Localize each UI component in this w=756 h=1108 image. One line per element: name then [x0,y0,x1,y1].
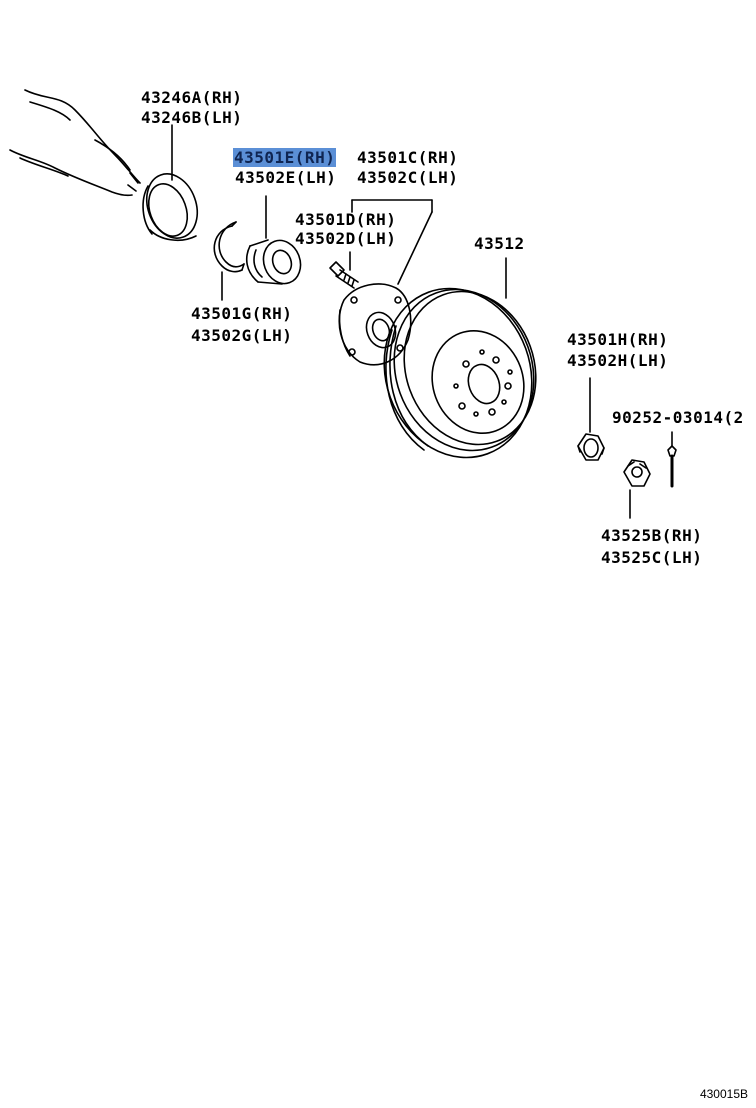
bearing [245,239,302,285]
label-bearing-rh-selected[interactable]: 43501E(RH) [233,148,337,168]
label-nut-rh[interactable]: 43501H(RH) [567,330,669,349]
label-snap-ring-lh[interactable]: 43502G(LH) [191,326,293,345]
bearing-cover [142,173,199,242]
label-snap-ring-rh[interactable]: 43501G(RH) [191,304,293,323]
label-hub-assy-rh[interactable]: 43501C(RH) [357,148,459,167]
hub-bolt [329,261,359,289]
label-lock-nut-rh[interactable]: 43525B(RH) [601,526,703,545]
label-bearing-cover-lh[interactable]: 43246B(LH) [141,108,243,127]
drive-shaft-sketch [9,89,141,197]
lock-nut [623,459,651,487]
label-hub-bolt-lh[interactable]: 43502D(LH) [295,229,397,248]
label-disc[interactable]: 43512 [474,234,525,253]
hub [338,283,412,366]
stud-bolt [667,445,677,488]
label-hub-bolt-rh[interactable]: 43501D(RH) [295,210,397,229]
figure-id: 430015B [699,1087,748,1101]
disc-rotor [383,287,537,459]
selection-highlight[interactable]: 43501E(RH) [233,148,337,167]
label-nut-lh[interactable]: 43502H(LH) [567,351,669,370]
label-lock-nut-lh[interactable]: 43525C(LH) [601,548,703,567]
label-bearing-lh[interactable]: 43502E(LH) [235,168,337,187]
label-hub-assy-lh[interactable]: 43502C(LH) [357,168,459,187]
hub-nut [577,433,605,461]
label-bearing-cover-rh[interactable]: 43246A(RH) [141,88,243,107]
label-stud-bolt[interactable]: 90252-03014(2 [612,408,744,427]
snap-ring [213,221,245,273]
